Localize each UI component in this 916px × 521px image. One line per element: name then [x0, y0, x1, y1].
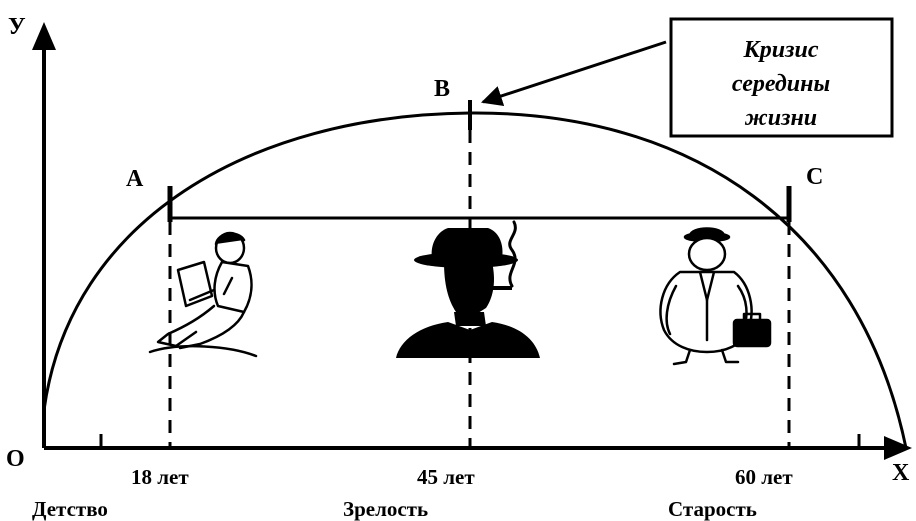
- age-label-60: 60 лет: [735, 465, 793, 489]
- child-reading-icon: [150, 233, 256, 356]
- callout-line-3: жизни: [744, 105, 817, 131]
- callout-line-1: Кризис: [743, 37, 819, 63]
- point-c-label: С: [806, 164, 823, 190]
- x-axis-arrow-icon: [884, 436, 912, 460]
- age-label-18: 18 лет: [131, 465, 189, 489]
- callout-pointer-arrow: [483, 42, 666, 102]
- stage-label-maturity: Зрелость: [343, 497, 428, 521]
- point-b-label: В: [434, 76, 450, 102]
- old-man-with-briefcase-icon: [661, 229, 770, 365]
- age-label-45: 45 лет: [417, 465, 475, 489]
- point-a-label: А: [126, 166, 144, 192]
- y-axis-label: У: [8, 14, 26, 40]
- x-axis-label: Х: [892, 460, 910, 486]
- stage-label-old-age: Старость: [668, 497, 757, 521]
- man-in-hat-smoking-icon: [396, 228, 540, 358]
- y-axis-arrow-icon: [32, 22, 56, 50]
- stage-label-childhood: Детство: [32, 497, 108, 521]
- callout-line-2: середины: [732, 71, 830, 97]
- origin-label: О: [6, 446, 25, 472]
- smoke-wisp-icon: [510, 222, 516, 286]
